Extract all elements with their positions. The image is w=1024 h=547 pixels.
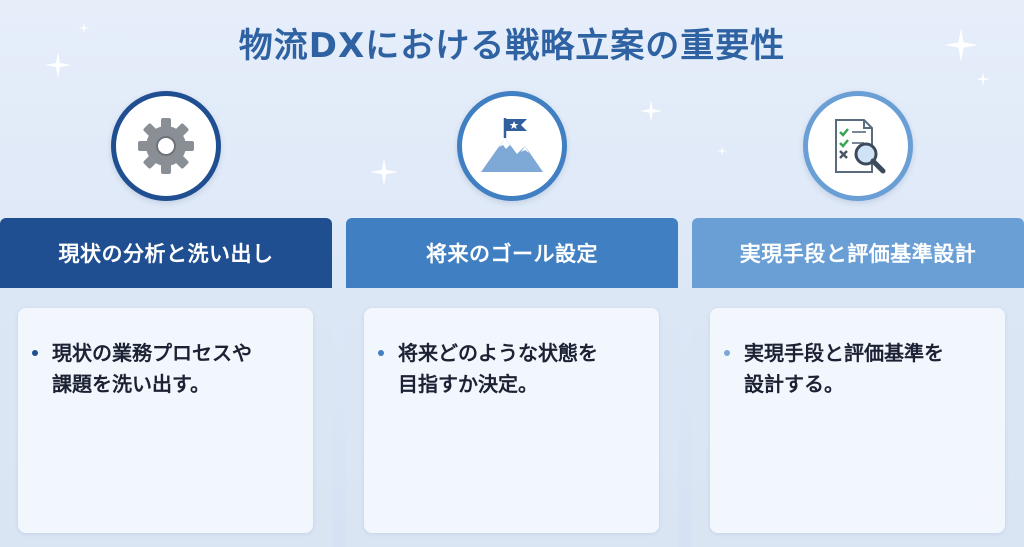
list-item: 現状の業務プロセスや 課題を洗い出す。 (32, 338, 301, 400)
list-item: 実現手段と評価基準を 設計する。 (724, 338, 993, 400)
gear-icon (138, 118, 194, 174)
sparkle-icon (944, 28, 978, 62)
column-goal-setting: 将来のゴール設定 将来どのような状態を 目指すか決定。 (346, 218, 678, 547)
sparkle-icon (370, 158, 398, 186)
gear-icon-circle (111, 91, 221, 201)
sparkle-icon (976, 72, 990, 86)
bullet-text: 実現手段と評価基準を 設計する。 (744, 341, 944, 396)
sparkle-icon (45, 52, 71, 78)
bullet-text: 現状の業務プロセスや 課題を洗い出す。 (52, 341, 252, 396)
column-header: 現状の分析と洗い出し (0, 218, 332, 288)
list-item: 将来どのような状態を 目指すか決定。 (378, 338, 647, 400)
column-panel: 実現手段と評価基準を 設計する。 (710, 308, 1005, 533)
column-header-label: 将来のゴール設定 (426, 242, 598, 266)
checklist-magnifier-icon-circle (803, 91, 913, 201)
bullet-dot (724, 350, 730, 356)
sparkle-icon (78, 22, 90, 34)
column-header-label: 実現手段と評価基準設計 (739, 242, 977, 266)
column-panel: 将来どのような状態を 目指すか決定。 (364, 308, 659, 533)
column-header: 実現手段と評価基準設計 (692, 218, 1024, 288)
column-header: 将来のゴール設定 (346, 218, 678, 288)
sparkle-icon (640, 100, 662, 122)
sparkle-icon (717, 146, 727, 156)
column-header-label: 現状の分析と洗い出し (58, 242, 274, 266)
bullet-text: 将来どのような状態を 目指すか決定。 (398, 341, 598, 396)
column-panel: 現状の業務プロセスや 課題を洗い出す。 (18, 308, 313, 533)
checklist-magnifier-icon (835, 119, 886, 174)
page-title: 物流DXにおける戦略立案の重要性 (238, 26, 786, 66)
mountain-flag-icon (481, 118, 543, 172)
bullet-dot (378, 350, 384, 356)
column-current-analysis: 現状の分析と洗い出し 現状の業務プロセスや 課題を洗い出す。 (0, 218, 332, 547)
mountain-flag-icon-circle (457, 91, 567, 201)
column-means-evaluation: 実現手段と評価基準設計 実現手段と評価基準を 設計する。 (692, 218, 1024, 547)
bullet-dot (32, 350, 38, 356)
